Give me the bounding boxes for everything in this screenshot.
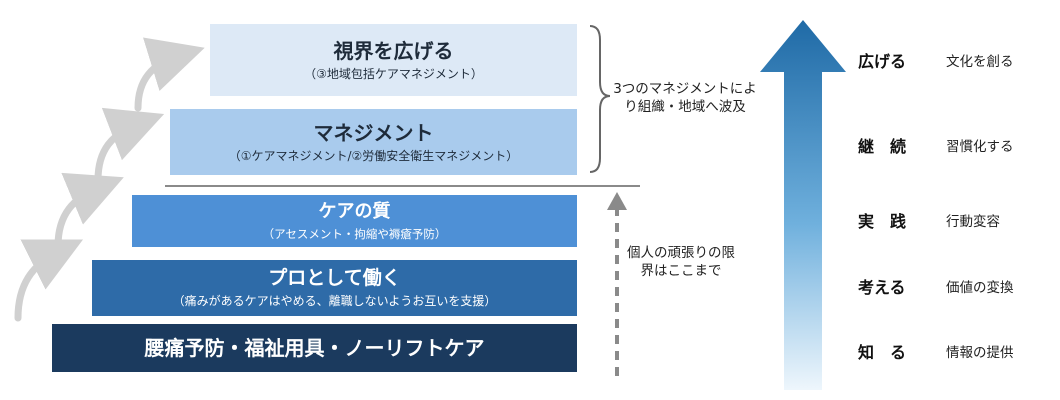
tier-title: 腰痛予防・福祉用具・ノーリフトケア xyxy=(144,335,485,360)
level-label: 継 続 xyxy=(858,137,907,156)
tier-title: ケアの質 xyxy=(318,201,391,223)
tier-title: プロとして働く xyxy=(268,267,401,290)
gradient-up-arrow-icon xyxy=(760,20,846,390)
dashed-up-arrow-icon xyxy=(607,192,627,376)
tier-care-quality: ケアの質 （アセスメント・拘縮や褥瘡予防） xyxy=(132,195,577,247)
tier-vision: 視界を広げる （③地域包括ケアマネジメント） xyxy=(210,24,577,96)
curved-arrow-icon xyxy=(14,239,84,322)
tier-subtitle: （③地域包括ケアマネジメント） xyxy=(304,66,483,81)
level-practice: 実 践 行動変容 xyxy=(858,208,1058,232)
level-continue: 継 続 習慣化する xyxy=(858,133,1058,157)
step-arrows xyxy=(14,37,205,322)
tier-subtitle: （痛みがあるケアはやめる、離職しないようお互いを支援） xyxy=(172,293,497,308)
decoration-layer xyxy=(14,25,627,376)
level-label: 広げる xyxy=(858,52,907,71)
level-description: 価値の変換 xyxy=(946,280,1014,296)
tier-subtitle: （①ケアマネジメント/②労働安全衛生マネジメント） xyxy=(228,148,519,163)
tier-title: マネジメント xyxy=(313,120,434,145)
individual-limit-note: 個人の頑張りの限界はここまで xyxy=(627,245,735,279)
level-description: 習慣化する xyxy=(946,139,1014,155)
level-think: 考える 価値の変換 xyxy=(858,274,1058,298)
level-description: 文化を創る xyxy=(946,54,1014,70)
level-spread: 広げる 文化を創る xyxy=(858,48,1058,72)
level-description: 行動変容 xyxy=(946,214,1000,230)
level-know: 知 る 情報の提供 xyxy=(858,339,1058,363)
tier-foundation: 腰痛予防・福祉用具・ノーリフトケア xyxy=(52,324,577,372)
curved-arrow-icon xyxy=(94,107,165,184)
level-label: 実 践 xyxy=(858,212,907,231)
curved-arrow-icon xyxy=(134,37,205,112)
level-label: 考える xyxy=(858,278,906,297)
tier-title: 視界を広げる xyxy=(333,38,454,63)
level-description: 情報の提供 xyxy=(946,345,1014,361)
management-spread-note: 3つのマネジメントにより組織・地域へ波及 xyxy=(613,81,757,115)
limit-divider-line xyxy=(165,185,640,187)
tier-subtitle: （アセスメント・拘縮や褥瘡予防） xyxy=(262,226,447,241)
level-label: 知 る xyxy=(858,343,907,362)
curved-arrow-icon xyxy=(54,172,124,250)
tier-management: マネジメント （①ケアマネジメント/②労働安全衛生マネジメント） xyxy=(170,109,577,175)
tier-professional: プロとして働く （痛みがあるケアはやめる、離職しないようお互いを支援） xyxy=(92,260,577,316)
right-brace-icon xyxy=(589,25,611,173)
